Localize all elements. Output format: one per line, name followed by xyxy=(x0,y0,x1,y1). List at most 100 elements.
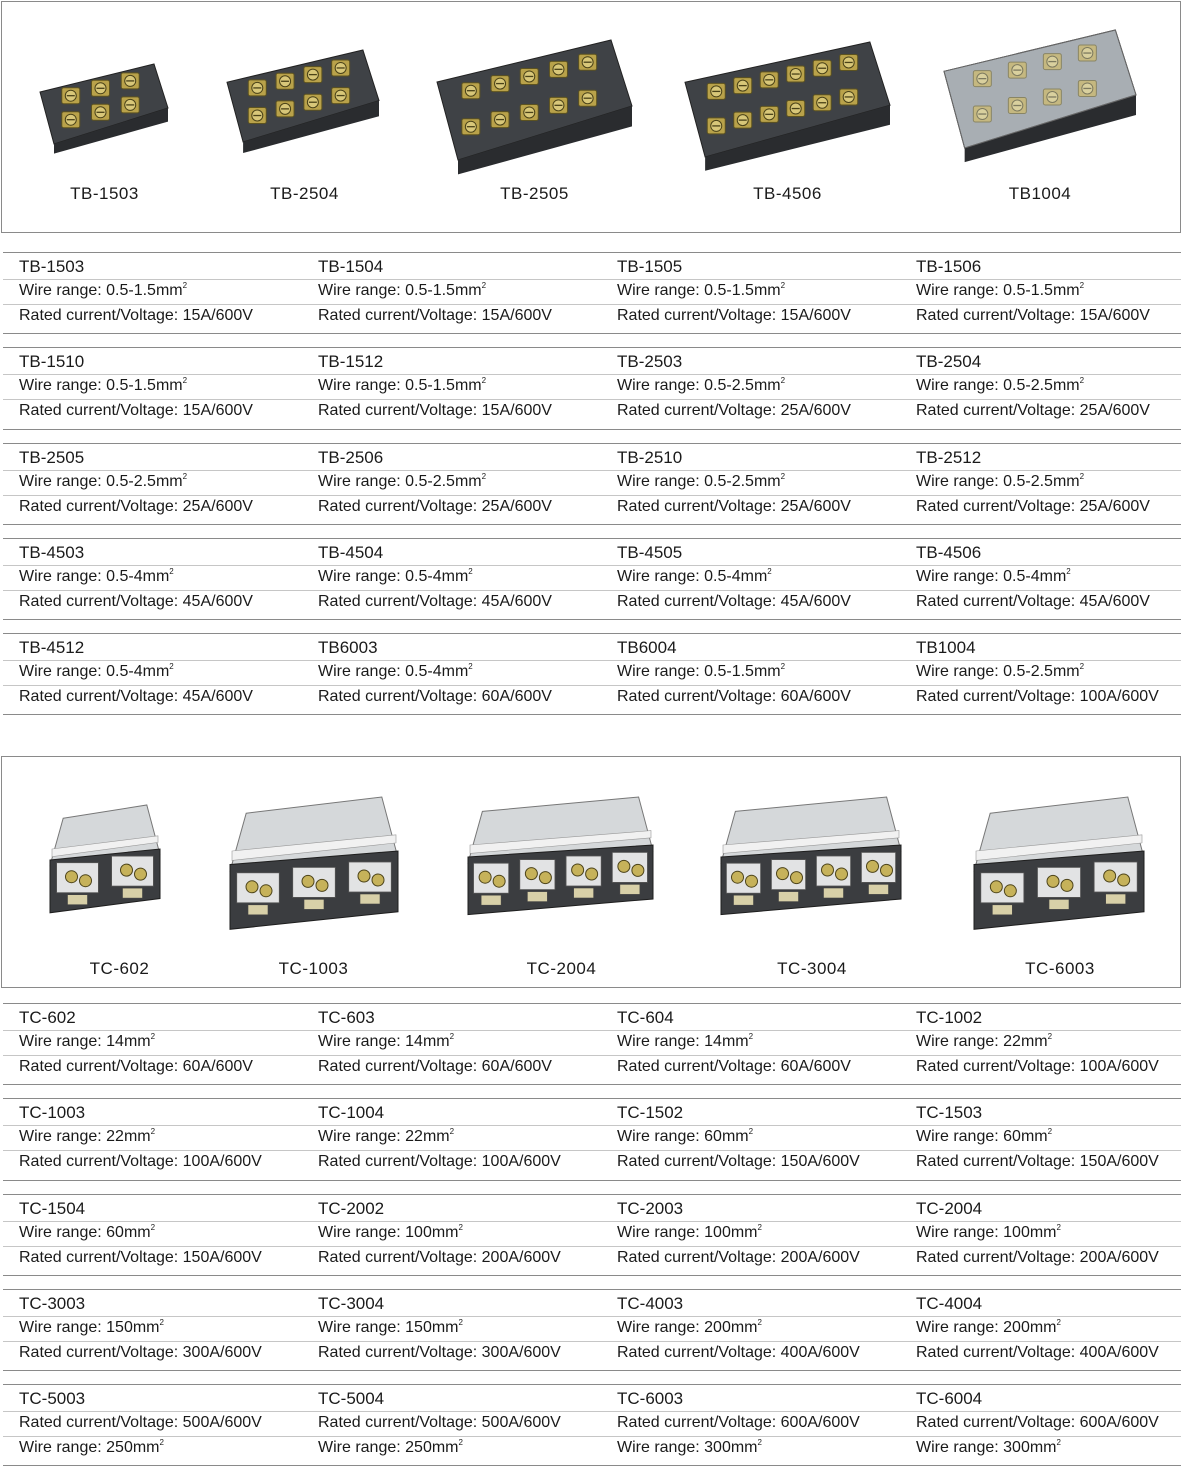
model-name: TC-6003 xyxy=(617,1389,684,1409)
rated-current-voltage: Rated current/Voltage: 100A/600V xyxy=(19,1153,262,1171)
terminal-block-image xyxy=(684,41,891,171)
rated-current-voltage: Rated current/Voltage: 500A/600V xyxy=(19,1414,262,1432)
wire-range: Wire range: 100mm2 xyxy=(318,1222,463,1241)
rated-current-voltage: Rated current/Voltage: 45A/600V xyxy=(617,592,851,610)
rated-current-voltage: Rated current/Voltage: 15A/600V xyxy=(19,307,253,324)
terminal-block-image xyxy=(49,804,161,914)
model-name: TB-2512 xyxy=(916,447,982,467)
product-photo-tb-2504: TB-2504 xyxy=(222,2,387,232)
model-name: TC-1003 xyxy=(19,1103,86,1123)
rated-current-voltage: Rated current/Voltage: 60A/600V xyxy=(318,1058,552,1075)
rated-current-voltage: Rated current/Voltage: 300A/600V xyxy=(19,1343,262,1361)
model-name: TC-2004 xyxy=(916,1198,983,1218)
product-caption: TB-4506 xyxy=(753,184,822,203)
rated-current-voltage: Rated current/Voltage: 15A/600V xyxy=(318,402,552,420)
model-name: TC-5003 xyxy=(19,1389,86,1409)
wire-range: Wire range: 0.5-2.5mm2 xyxy=(916,376,1085,395)
model-name: TC-2002 xyxy=(318,1198,385,1218)
model-name: TC-4003 xyxy=(617,1293,684,1313)
product-photo-tb1004: TB1004 xyxy=(940,2,1140,232)
wire-range: Wire range: 0.5-2.5mm2 xyxy=(617,376,786,395)
product-photo-tc-1003: TC-1003 xyxy=(226,757,401,987)
wire-range: Wire range: 14mm2 xyxy=(617,1032,754,1051)
model-name: TB-1510 xyxy=(19,352,85,372)
product-caption: TC-1003 xyxy=(278,959,349,978)
rated-current-voltage: Rated current/Voltage: 400A/600V xyxy=(916,1343,1159,1361)
wire-range: Wire range: 0.5-4mm2 xyxy=(318,662,473,681)
model-name: TC-5004 xyxy=(318,1389,385,1409)
model-name: TB-2506 xyxy=(318,447,384,467)
product-caption: TC-6003 xyxy=(1025,959,1095,978)
terminal-block-image xyxy=(39,63,169,154)
rated-current-voltage: Rated current/Voltage: 60A/600V xyxy=(318,688,552,706)
wire-range: Wire range: 60mm2 xyxy=(19,1222,156,1241)
wire-range: Wire range: 100mm2 xyxy=(916,1222,1061,1241)
terminal-block-image xyxy=(720,796,902,916)
wire-range: Wire range: 60mm2 xyxy=(617,1127,754,1146)
product-caption: TC-3004 xyxy=(777,959,847,978)
wire-range: Wire range: 200mm2 xyxy=(617,1317,762,1336)
model-name: TB-1505 xyxy=(617,257,683,276)
rated-current-voltage: Rated current/Voltage: 25A/600V xyxy=(318,497,552,515)
model-name: TC-1002 xyxy=(916,1008,983,1027)
wire-range: Wire range: 150mm2 xyxy=(318,1317,463,1336)
terminal-block-image xyxy=(229,796,399,930)
wire-range: Wire range: 0.5-4mm2 xyxy=(19,566,174,585)
model-name: TC-604 xyxy=(617,1008,674,1027)
rated-current-voltage: Rated current/Voltage: 200A/600V xyxy=(318,1248,561,1266)
model-name: TB1004 xyxy=(916,638,976,658)
model-name: TC-2003 xyxy=(617,1198,684,1218)
rated-current-voltage: Rated current/Voltage: 25A/600V xyxy=(617,497,851,515)
wire-range: Wire range: 0.5-1.5mm2 xyxy=(916,281,1085,300)
wire-range: Wire range: 250mm2 xyxy=(318,1438,463,1457)
rated-current-voltage: Rated current/Voltage: 200A/600V xyxy=(916,1248,1159,1266)
model-name: TC-1004 xyxy=(318,1103,385,1123)
rated-current-voltage: Rated current/Voltage: 25A/600V xyxy=(916,402,1150,420)
product-photo-tc-602: TC-602 xyxy=(42,757,197,987)
wire-range: Wire range: 0.5-1.5mm2 xyxy=(617,662,786,681)
product-photo-tc-6003: TC-6003 xyxy=(970,757,1150,987)
model-name: TB-1503 xyxy=(19,257,85,276)
wire-range: Wire range: 0.5-4mm2 xyxy=(617,566,772,585)
model-name: TB-4506 xyxy=(916,542,982,562)
wire-range: Wire range: 14mm2 xyxy=(19,1032,156,1051)
model-name: TB-2504 xyxy=(916,352,982,372)
model-name: TB-2510 xyxy=(617,447,683,467)
wire-range: Wire range: 200mm2 xyxy=(916,1317,1061,1336)
rated-current-voltage: Rated current/Voltage: 25A/600V xyxy=(19,497,253,515)
rated-current-voltage: Rated current/Voltage: 25A/600V xyxy=(916,497,1150,515)
product-caption: TB-1503 xyxy=(70,184,139,203)
terminal-block-image xyxy=(943,29,1137,163)
model-name: TC-4004 xyxy=(916,1293,983,1313)
model-name: TC-3003 xyxy=(19,1293,86,1313)
rated-current-voltage: Rated current/Voltage: 60A/600V xyxy=(617,688,851,706)
wire-range: Wire range: 300mm2 xyxy=(617,1438,762,1457)
wire-range: Wire range: 150mm2 xyxy=(19,1317,164,1336)
